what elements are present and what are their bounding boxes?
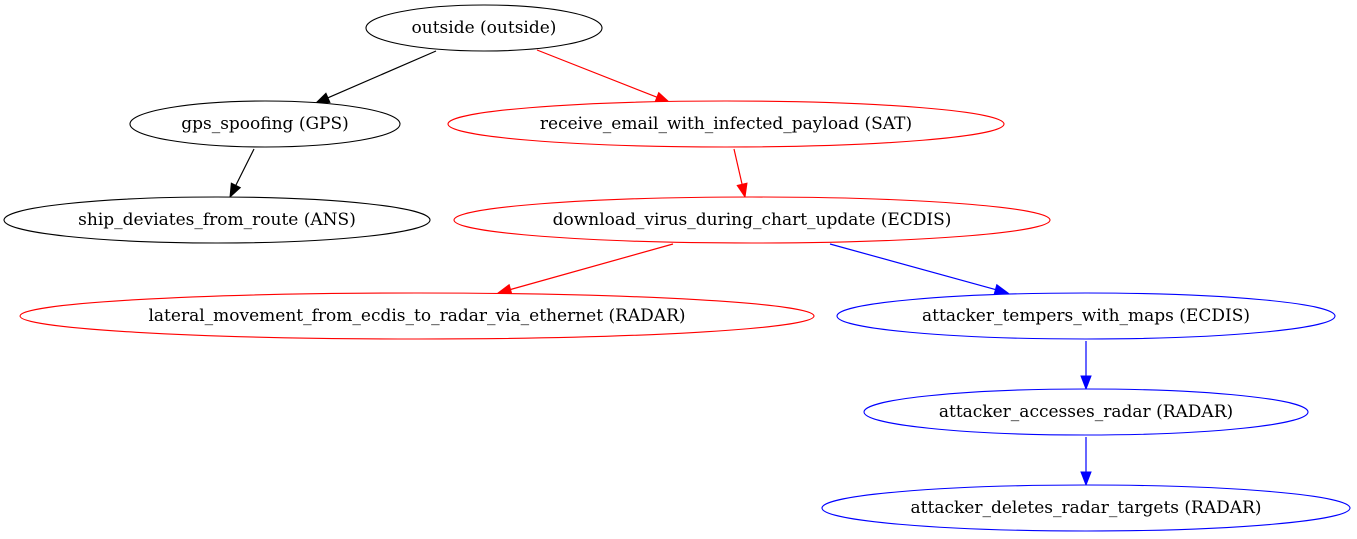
node-maps: attacker_tempers_with_maps (ECDIS) bbox=[836, 292, 1336, 340]
node-ellipse bbox=[447, 100, 1005, 148]
node-label: attacker_accesses_radar (RADAR) bbox=[939, 402, 1233, 422]
arrowhead bbox=[993, 283, 1010, 295]
node-ellipse bbox=[3, 196, 431, 244]
arrowhead bbox=[229, 182, 242, 199]
node-email: receive_email_with_infected_payload (SAT… bbox=[447, 100, 1005, 148]
node-route: ship_deviates_from_route (ANS) bbox=[3, 196, 431, 244]
edge-email-to-virus bbox=[733, 148, 748, 199]
node-label: attacker_deletes_radar_targets (RADAR) bbox=[911, 498, 1262, 518]
node-label: outside (outside) bbox=[412, 18, 557, 38]
edge-line bbox=[327, 50, 437, 99]
node-radar-delete: attacker_deletes_radar_targets (RADAR) bbox=[821, 484, 1351, 532]
node-label: receive_email_with_infected_payload (SAT… bbox=[540, 114, 912, 134]
edge-radar_access-to-radar_delete bbox=[1080, 437, 1092, 487]
node-ellipse bbox=[365, 4, 603, 52]
node-label: download_virus_during_chart_update (ECDI… bbox=[553, 210, 952, 230]
node-label: lateral_movement_from_ecdis_to_radar_via… bbox=[148, 306, 685, 326]
node-label: ship_deviates_from_route (ANS) bbox=[78, 210, 356, 230]
edge-outside-to-email bbox=[536, 49, 671, 103]
arrowhead bbox=[1080, 375, 1092, 391]
node-virus: download_virus_during_chart_update (ECDI… bbox=[453, 196, 1051, 244]
edge-gps-to-route bbox=[229, 148, 255, 199]
edge-line bbox=[510, 243, 674, 291]
edge-virus-to-lateral bbox=[496, 243, 674, 295]
arrowhead bbox=[496, 283, 513, 295]
arrowhead bbox=[736, 182, 748, 199]
edges-layer bbox=[229, 49, 1092, 487]
node-ellipse bbox=[19, 292, 815, 340]
node-ellipse bbox=[453, 196, 1051, 244]
node-label: attacker_tempers_with_maps (ECDIS) bbox=[922, 306, 1250, 326]
edge-line bbox=[536, 49, 658, 98]
node-ellipse bbox=[863, 388, 1309, 436]
edge-outside-to-gps bbox=[314, 50, 437, 104]
node-ellipse bbox=[129, 100, 401, 148]
edge-line bbox=[829, 243, 996, 291]
node-radar-access: attacker_accesses_radar (RADAR) bbox=[863, 388, 1309, 436]
edge-virus-to-maps bbox=[829, 243, 1010, 295]
node-ellipse bbox=[821, 484, 1351, 532]
edge-maps-to-radar_access bbox=[1080, 341, 1092, 391]
node-label: gps_spoofing (GPS) bbox=[181, 114, 349, 134]
node-lateral: lateral_movement_from_ecdis_to_radar_via… bbox=[19, 292, 815, 340]
node-gps: gps_spoofing (GPS) bbox=[129, 100, 401, 148]
node-outside: outside (outside) bbox=[365, 4, 603, 52]
arrowhead bbox=[1080, 471, 1092, 487]
node-ellipse bbox=[836, 292, 1336, 340]
arrowhead bbox=[314, 92, 331, 104]
nodes-layer: outside (outside) gps_spoofing (GPS) recei… bbox=[3, 4, 1351, 532]
edge-line bbox=[733, 148, 743, 185]
arrowhead bbox=[654, 91, 671, 103]
edge-line bbox=[235, 148, 255, 186]
